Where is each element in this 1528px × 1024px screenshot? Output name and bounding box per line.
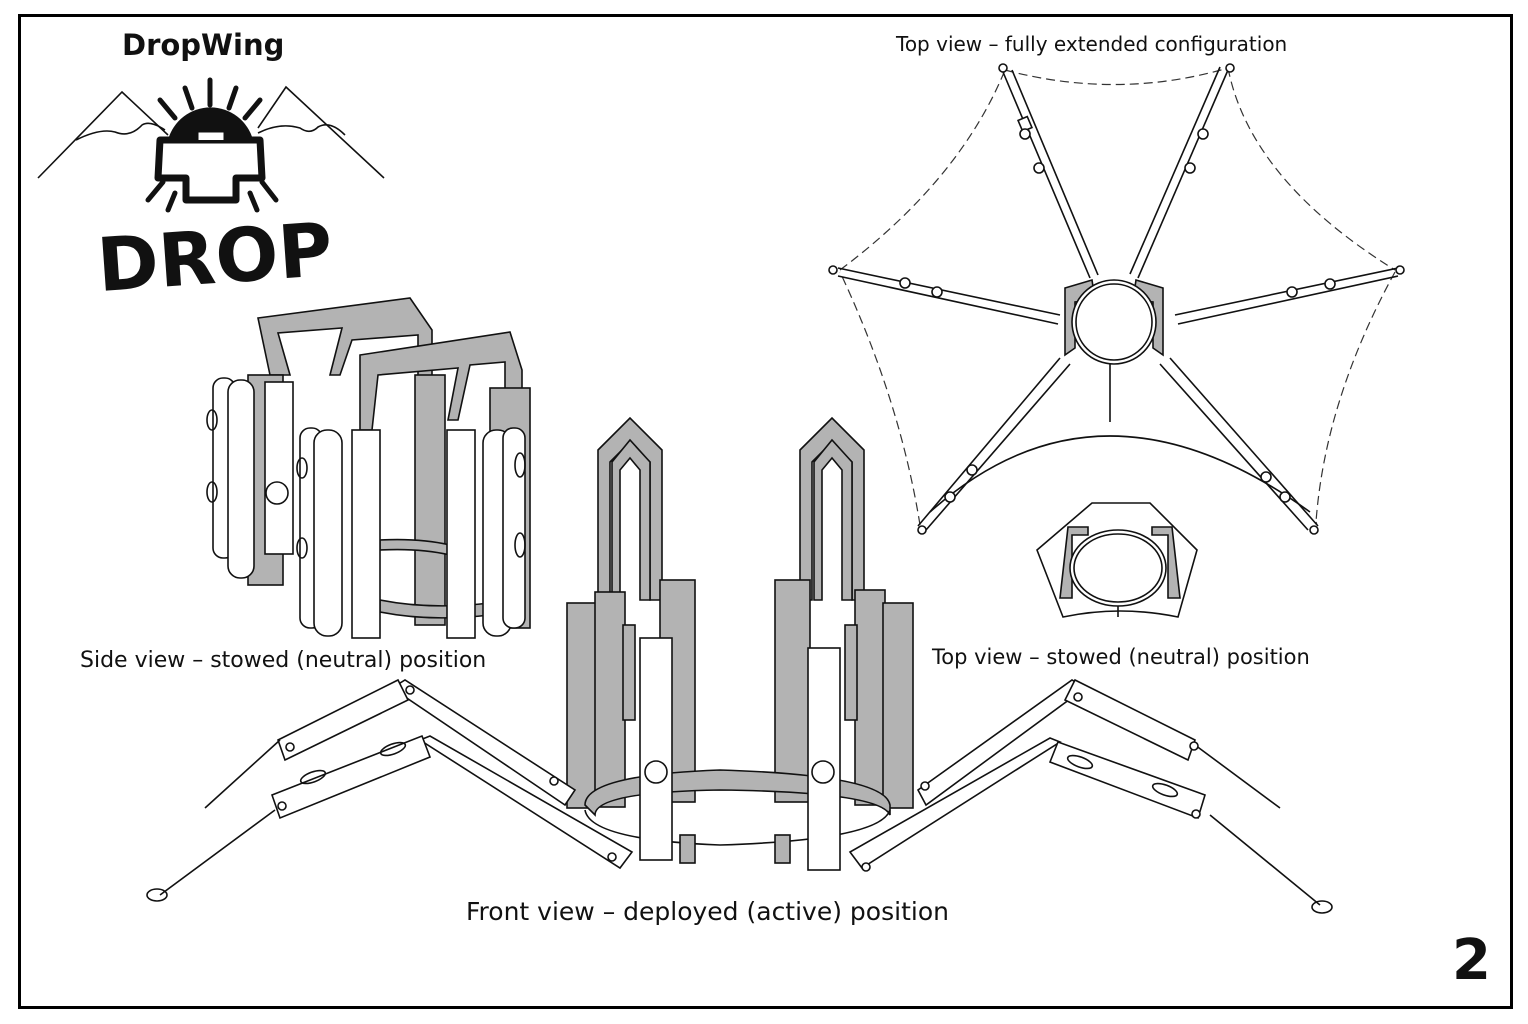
front-view-deployed-drawing <box>146 416 1333 914</box>
arm-bottom-right <box>1159 357 1319 535</box>
front-leg-left <box>146 678 634 902</box>
arm-top-left <box>998 63 1099 279</box>
drop-logo-word: DROP <box>94 207 335 309</box>
top-view-stowed-drawing <box>1036 502 1198 618</box>
sun-rays-icon <box>145 77 279 213</box>
brand-title: DropWing <box>122 28 285 62</box>
arm-right <box>1174 265 1405 325</box>
medical-cross-dome-icon <box>154 107 266 204</box>
mountain-wing-right-icon <box>257 85 385 179</box>
arm-top-right <box>1129 63 1235 279</box>
top-view-extended-drawing <box>828 63 1405 535</box>
arm-left <box>828 265 1061 325</box>
hub-extended <box>1064 278 1164 365</box>
dropwing-logo: DROP <box>37 77 385 309</box>
mountain-wing-left-icon <box>37 90 169 179</box>
side-view-stowed-drawing <box>206 297 531 639</box>
page-number: 2 <box>1452 928 1491 993</box>
caption-top-view-extended: Top view – fully extended configuration <box>896 32 1288 56</box>
front-leg-right <box>848 678 1333 914</box>
caption-front-view-deployed: Front view – deployed (active) position <box>466 897 949 926</box>
caption-top-view-stowed: Top view – stowed (neutral) position <box>932 645 1310 669</box>
caption-side-view-stowed: Side view – stowed (neutral) position <box>80 648 487 673</box>
arm-bottom-left <box>917 357 1071 535</box>
drawing-frame <box>18 14 1513 1009</box>
